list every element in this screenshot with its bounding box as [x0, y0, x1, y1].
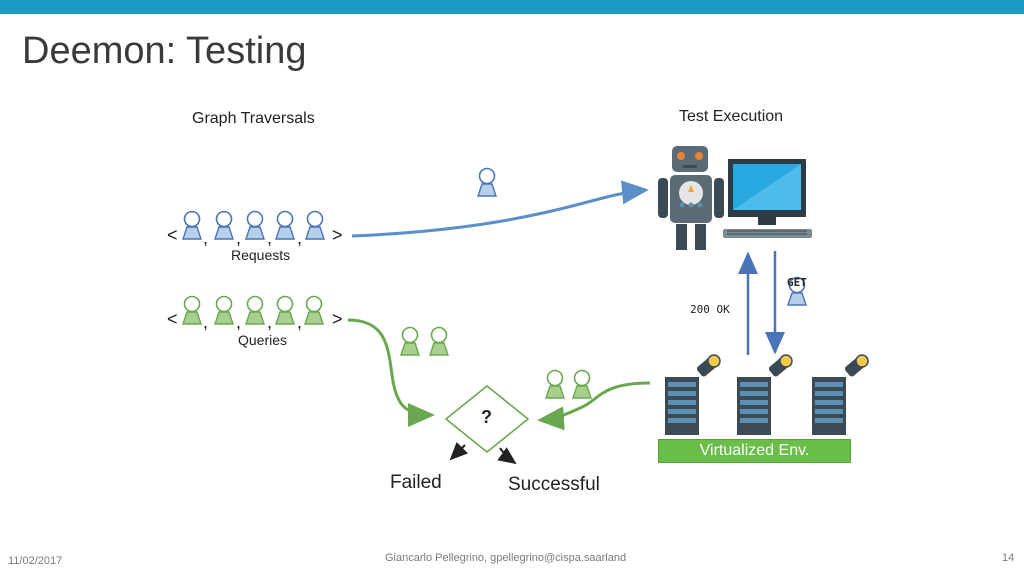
result-query-icon	[545, 369, 565, 399]
pending-query-icon	[429, 326, 449, 356]
queries-open-bracket: <	[167, 309, 178, 329]
request-icon	[305, 210, 325, 240]
result-query-icon	[572, 369, 592, 399]
test-execution-label: Test Execution	[679, 108, 784, 125]
query-icon	[245, 295, 265, 325]
get-label: GET	[787, 276, 807, 289]
queries-separator: ,	[267, 312, 273, 332]
requests-separator: ,	[236, 228, 242, 248]
request-icon	[275, 210, 295, 240]
queries-separator: ,	[203, 312, 209, 332]
query-icon	[304, 295, 324, 325]
query-icon	[275, 295, 295, 325]
successful-label: Successful	[508, 474, 600, 495]
server-icon	[812, 353, 870, 435]
failed-label: Failed	[390, 472, 442, 493]
requests-label: Requests	[231, 247, 291, 263]
successful-arrow	[497, 447, 517, 465]
failed-arrow	[449, 442, 468, 461]
request-icon	[245, 210, 265, 240]
decision-diamond	[444, 384, 530, 454]
footer-author: Giancarlo Pellegrino, gpellegrino@cispa.…	[385, 552, 627, 564]
queries-label: Queries	[238, 332, 288, 348]
queries-separator: ,	[236, 312, 242, 332]
query-flow-arrow	[347, 318, 435, 427]
footer-page-number: 14	[1002, 552, 1015, 564]
ok-label: 200 OK	[690, 303, 730, 316]
requests-close-bracket: >	[332, 225, 343, 245]
result-flow-arrow	[537, 381, 651, 431]
flying-request-icon	[477, 167, 497, 197]
pending-query-icon	[400, 326, 420, 356]
requests-separator: ,	[203, 228, 209, 248]
requests-separator: ,	[297, 228, 303, 248]
top-accent-bar	[0, 0, 1024, 14]
virtualized-env-banner: Virtualized Env.	[658, 439, 851, 463]
graph-traversals-label: Graph Traversals	[192, 110, 315, 127]
computer-icon	[723, 159, 812, 238]
query-icon	[214, 295, 234, 325]
server-icon	[737, 353, 794, 435]
requests-open-bracket: <	[167, 225, 178, 245]
server-icon	[665, 353, 722, 435]
queries-separator: ,	[297, 312, 303, 332]
footer-date: 11/02/2017	[8, 555, 63, 567]
decision-label: ?	[481, 407, 492, 427]
requests-separator: ,	[267, 228, 273, 248]
slide-title: Deemon: Testing	[22, 30, 307, 72]
request-icon	[182, 210, 202, 240]
robot-icon	[658, 146, 724, 250]
request-icon	[214, 210, 234, 240]
queries-close-bracket: >	[332, 309, 343, 329]
query-icon	[182, 295, 202, 325]
request-flow-arrow	[351, 180, 649, 238]
